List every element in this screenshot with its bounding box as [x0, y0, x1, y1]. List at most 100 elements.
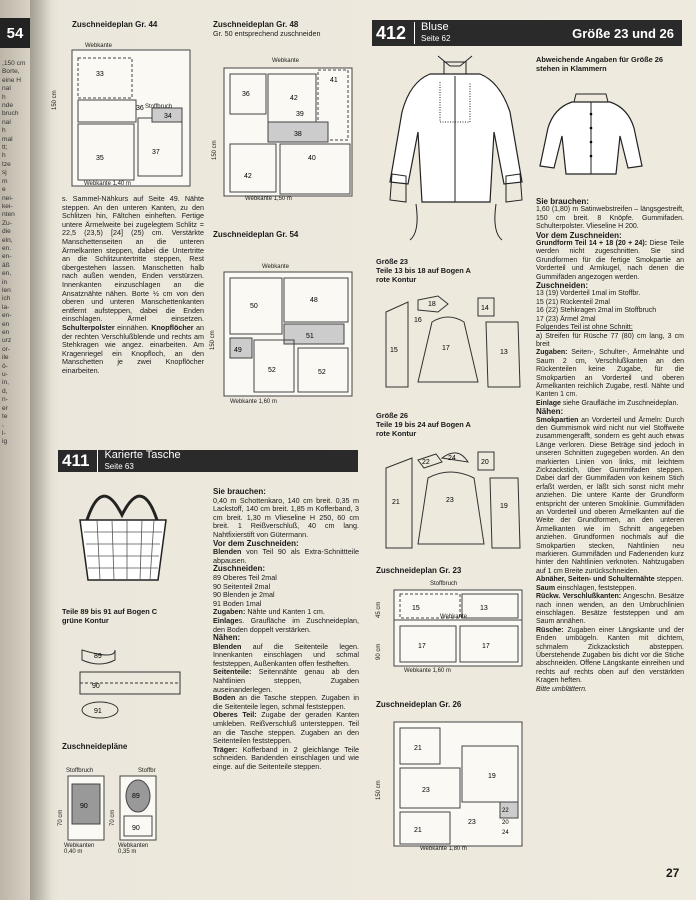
g26-part-24: 24 — [448, 455, 456, 462]
gr48-part-41: 41 — [330, 77, 338, 84]
zp23-mid-webkante: Webkante — [440, 614, 467, 620]
section-title-411: Karierte Tasche — [104, 449, 181, 461]
title-gr44: Zuschneideplan Gr. 44 — [72, 20, 158, 29]
gr48-side: 150 cm — [212, 140, 218, 160]
gr54-side: 150 cm — [210, 330, 216, 350]
n2-412-t: steppen. — [654, 576, 684, 584]
g23-title: Größe 23 — [376, 257, 409, 266]
zp26-part-21b: 21 — [414, 827, 422, 834]
zp23-side2: 90 cm — [376, 643, 382, 660]
g26-title: Größe 26 — [376, 411, 409, 420]
strip-line: en — [2, 329, 10, 336]
strip-line: kei- — [2, 202, 13, 210]
gr48-part-38: 38 — [294, 131, 302, 138]
zp23-side1: 45 cm — [376, 601, 382, 618]
g26-teile: Teile 19 bis 24 auf Bogen A — [376, 420, 471, 429]
strip-line: tt; — [2, 144, 8, 152]
zp26-part-21a: 21 — [414, 745, 422, 752]
g23-part-14: 14 — [481, 305, 489, 312]
piece-91: 91 — [94, 708, 102, 715]
cutting-plan-gr54: 48 50 49 51 52 52 — [223, 271, 353, 397]
strip-line: , — [2, 421, 4, 429]
zp26-bottom: Webkante 1,80 m — [420, 846, 467, 852]
cutting-plan-gr48: 36 42 41 39 38 40 42 — [223, 67, 353, 197]
zu-412-2: 16 (22) Stehkragen 2mal im Stoffbruch — [536, 307, 657, 315]
zp23-part-17a: 17 — [418, 643, 426, 650]
gr44-bottom: Webkante 1,40 m — [84, 181, 131, 187]
naehen-411-h: Nähen: — [213, 633, 241, 643]
brauchen-411: 0,40 m Schottenkaro, 140 cm breit. 0,35 … — [213, 495, 359, 539]
gr54-part-50: 50 — [250, 303, 258, 310]
title-gr54: Zuschneideplan Gr. 54 — [213, 230, 299, 239]
text1-c: einnähen. — [114, 322, 149, 332]
vorzu-412-t: Diese Teile werden nicht zugeschnitten. … — [536, 240, 684, 281]
strip-line: en- — [2, 253, 12, 261]
vorzu-412-h: Vor dem Zuschneiden: — [536, 230, 622, 240]
n2-412: Abnäher, Seiten- und Schulternähte stepp… — [536, 576, 684, 584]
g23-kontur: rote Kontur — [376, 275, 417, 284]
text-412: Sie brauchen: 1,60 (1,80) m Satinwebstre… — [536, 197, 684, 694]
plan-a-part-90: 90 — [80, 803, 88, 810]
gr54-bottom: Webkante 1,60 m — [230, 399, 277, 405]
section-size-412: Größe 23 und 26 — [572, 25, 674, 41]
blouse-illustration — [389, 55, 523, 241]
kontur-411: grüne Kontur — [62, 616, 109, 625]
einl-411: Einlages. Graufläche im Zuschneideplan, … — [213, 616, 359, 634]
zp26-part-20: 20 — [502, 820, 509, 826]
zu-411-3: 91 Boden 1mal — [213, 598, 262, 608]
strip-line: äß — [2, 261, 10, 269]
strip-line: nei- — [2, 194, 13, 202]
plan-a-stoffbruch: Stoffbruch — [66, 768, 94, 774]
zp23-stoffbruch: Stoffbruch — [430, 581, 458, 587]
gr48-part-39: 39 — [296, 111, 304, 118]
strip-line: u- — [2, 371, 8, 379]
n3-412-t: einschlagen, feststeppen. — [555, 584, 637, 592]
einl-412-b: Einlage — [536, 399, 561, 407]
folg-412: Folgendes Teil ist ohne Schnitt: — [536, 324, 633, 332]
n3-411-t: an die Tasche steppen. Zugaben in die Se… — [213, 693, 359, 711]
n1-411-b: Blenden — [213, 641, 242, 651]
zu-412-3: 17 (23) Ärmel 2mal — [536, 315, 596, 323]
g26-part-19: 19 — [500, 503, 508, 510]
text-411: Sie brauchen: 0,40 m Schottenkaro, 140 c… — [213, 487, 359, 772]
piece-89: 89 — [94, 653, 102, 660]
gr54-part-48: 48 — [310, 297, 318, 304]
plan-411-a: 90 — [67, 775, 105, 841]
g26-pattern-pieces: 22 24 20 21 23 19 — [385, 451, 521, 549]
zu-412-0: 13 (19) Vorderteil 1mal im Stoffbr. — [536, 290, 641, 298]
gr44-part-33: 33 — [96, 71, 104, 78]
section-number-411: 411 — [58, 450, 99, 472]
zug-412: Zugaben: Seiten-, Schulter-, Ärmelnähte … — [536, 349, 684, 399]
zp26-part-22: 22 — [502, 808, 509, 814]
strip-line: l- — [2, 429, 6, 437]
sub-gr48: Gr. 50 entsprechend zuschneiden — [213, 29, 321, 38]
page-number-right: 27 — [666, 866, 680, 880]
section-sub-411: Seite 63 — [104, 462, 134, 471]
zug-412-b: Zugaben: — [536, 349, 568, 357]
zp23-plan: 15 13 17 17 — [393, 589, 523, 667]
n4-411-t: Zugabe der geraden Kanten umkleben. Reiß… — [213, 710, 359, 746]
strip-line: d, — [2, 387, 8, 395]
gr44-part-35: 35 — [96, 155, 104, 162]
strip-line: en- — [2, 312, 12, 320]
vorzu-411-h: Vor dem Zuschneiden: — [213, 538, 299, 548]
strip-line: ich — [2, 295, 11, 303]
cutting-plan-gr44: 33 36 34 35 37 — [71, 49, 191, 187]
zug-411-b: Zugaben: — [213, 607, 246, 617]
n1-411: Blenden auf die Seitenteile legen. Innen… — [213, 641, 359, 669]
gr44-part-36: 36 — [136, 105, 144, 112]
vorzu-412: Grundform Teil 14 + 18 (20 + 24): Diese … — [536, 240, 684, 282]
zug-411: Zugaben: Nähte und Kanten 1 cm. — [213, 608, 359, 617]
strip-line: ile — [2, 354, 9, 362]
zp26-plan: 21 23 19 23 21 22 20 24 — [393, 721, 523, 847]
gr54-part-52a: 52 — [268, 367, 276, 374]
n2-411-t: Seitennähte genau ab den Nahtlinien step… — [213, 667, 359, 694]
n5-412: Rüsche: Zugaben einer Längskante und der… — [536, 627, 684, 686]
zp26-part-24: 24 — [502, 830, 509, 836]
plan-b-stoffbruch: Stoffbr — [138, 768, 156, 774]
strip-line: ö- — [2, 362, 8, 370]
strip-line: en — [2, 320, 10, 328]
